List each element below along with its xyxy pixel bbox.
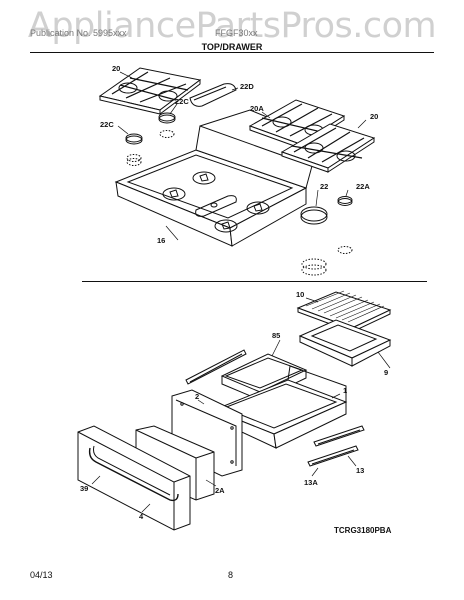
header-publication: Publication No. 5995xxx <box>30 28 127 38</box>
callout-20a: 20A <box>250 104 264 113</box>
drawer-rail-13 <box>313 425 365 447</box>
broiler-pan-9 <box>298 319 392 367</box>
cooktop-16 <box>114 109 319 247</box>
callout-4: 4 <box>139 512 144 521</box>
section-divider <box>82 281 427 282</box>
burner-cap-22c-left <box>125 133 143 166</box>
callout-16: 16 <box>157 236 166 245</box>
drawer-rail-13a <box>307 445 359 467</box>
bottom-leader-lines <box>91 297 391 513</box>
burner-cap-22a <box>337 196 353 254</box>
callout-2a: 2A <box>215 486 225 495</box>
callout-22: 22 <box>320 182 329 191</box>
callout-85: 85 <box>272 331 281 340</box>
drawer-rail-left <box>185 349 247 385</box>
footer-page-number: 8 <box>228 570 234 580</box>
callout-39: 39 <box>80 484 89 493</box>
callout-13: 13 <box>356 466 365 475</box>
callout-9: 9 <box>384 368 389 377</box>
header-rule <box>30 52 434 53</box>
header-model: FFGF30xx <box>215 28 258 38</box>
burner-cap-22c-upper <box>158 112 176 138</box>
burner-cap-22d <box>189 83 237 107</box>
callout-20-right: 20 <box>370 112 379 121</box>
callout-10: 10 <box>296 290 305 299</box>
callout-22c-left: 22C <box>100 120 114 129</box>
burner-cap-22 <box>300 206 328 276</box>
callout-1: 1 <box>343 386 348 395</box>
callout-20-top: 20 <box>112 64 121 73</box>
watermark-text: AppliancePartsPros.com <box>27 6 437 46</box>
grate-20-left <box>98 67 202 115</box>
top-leader-lines <box>117 71 367 241</box>
callout-22d: 22D <box>240 82 254 91</box>
callout-22c-upper: 22C <box>175 97 189 106</box>
callout-22a: 22A <box>356 182 370 191</box>
drawer-front-39 <box>77 425 191 531</box>
footer-date: 04/13 <box>30 570 53 580</box>
drawer-handle-4 <box>88 445 179 502</box>
section-title: TOP/DRAWER <box>201 42 263 52</box>
grate-20-right <box>280 123 376 173</box>
diagram-code: TCRG3180PBA <box>334 526 392 535</box>
callout-2: 2 <box>195 392 200 401</box>
callout-13a: 13A <box>304 478 318 487</box>
